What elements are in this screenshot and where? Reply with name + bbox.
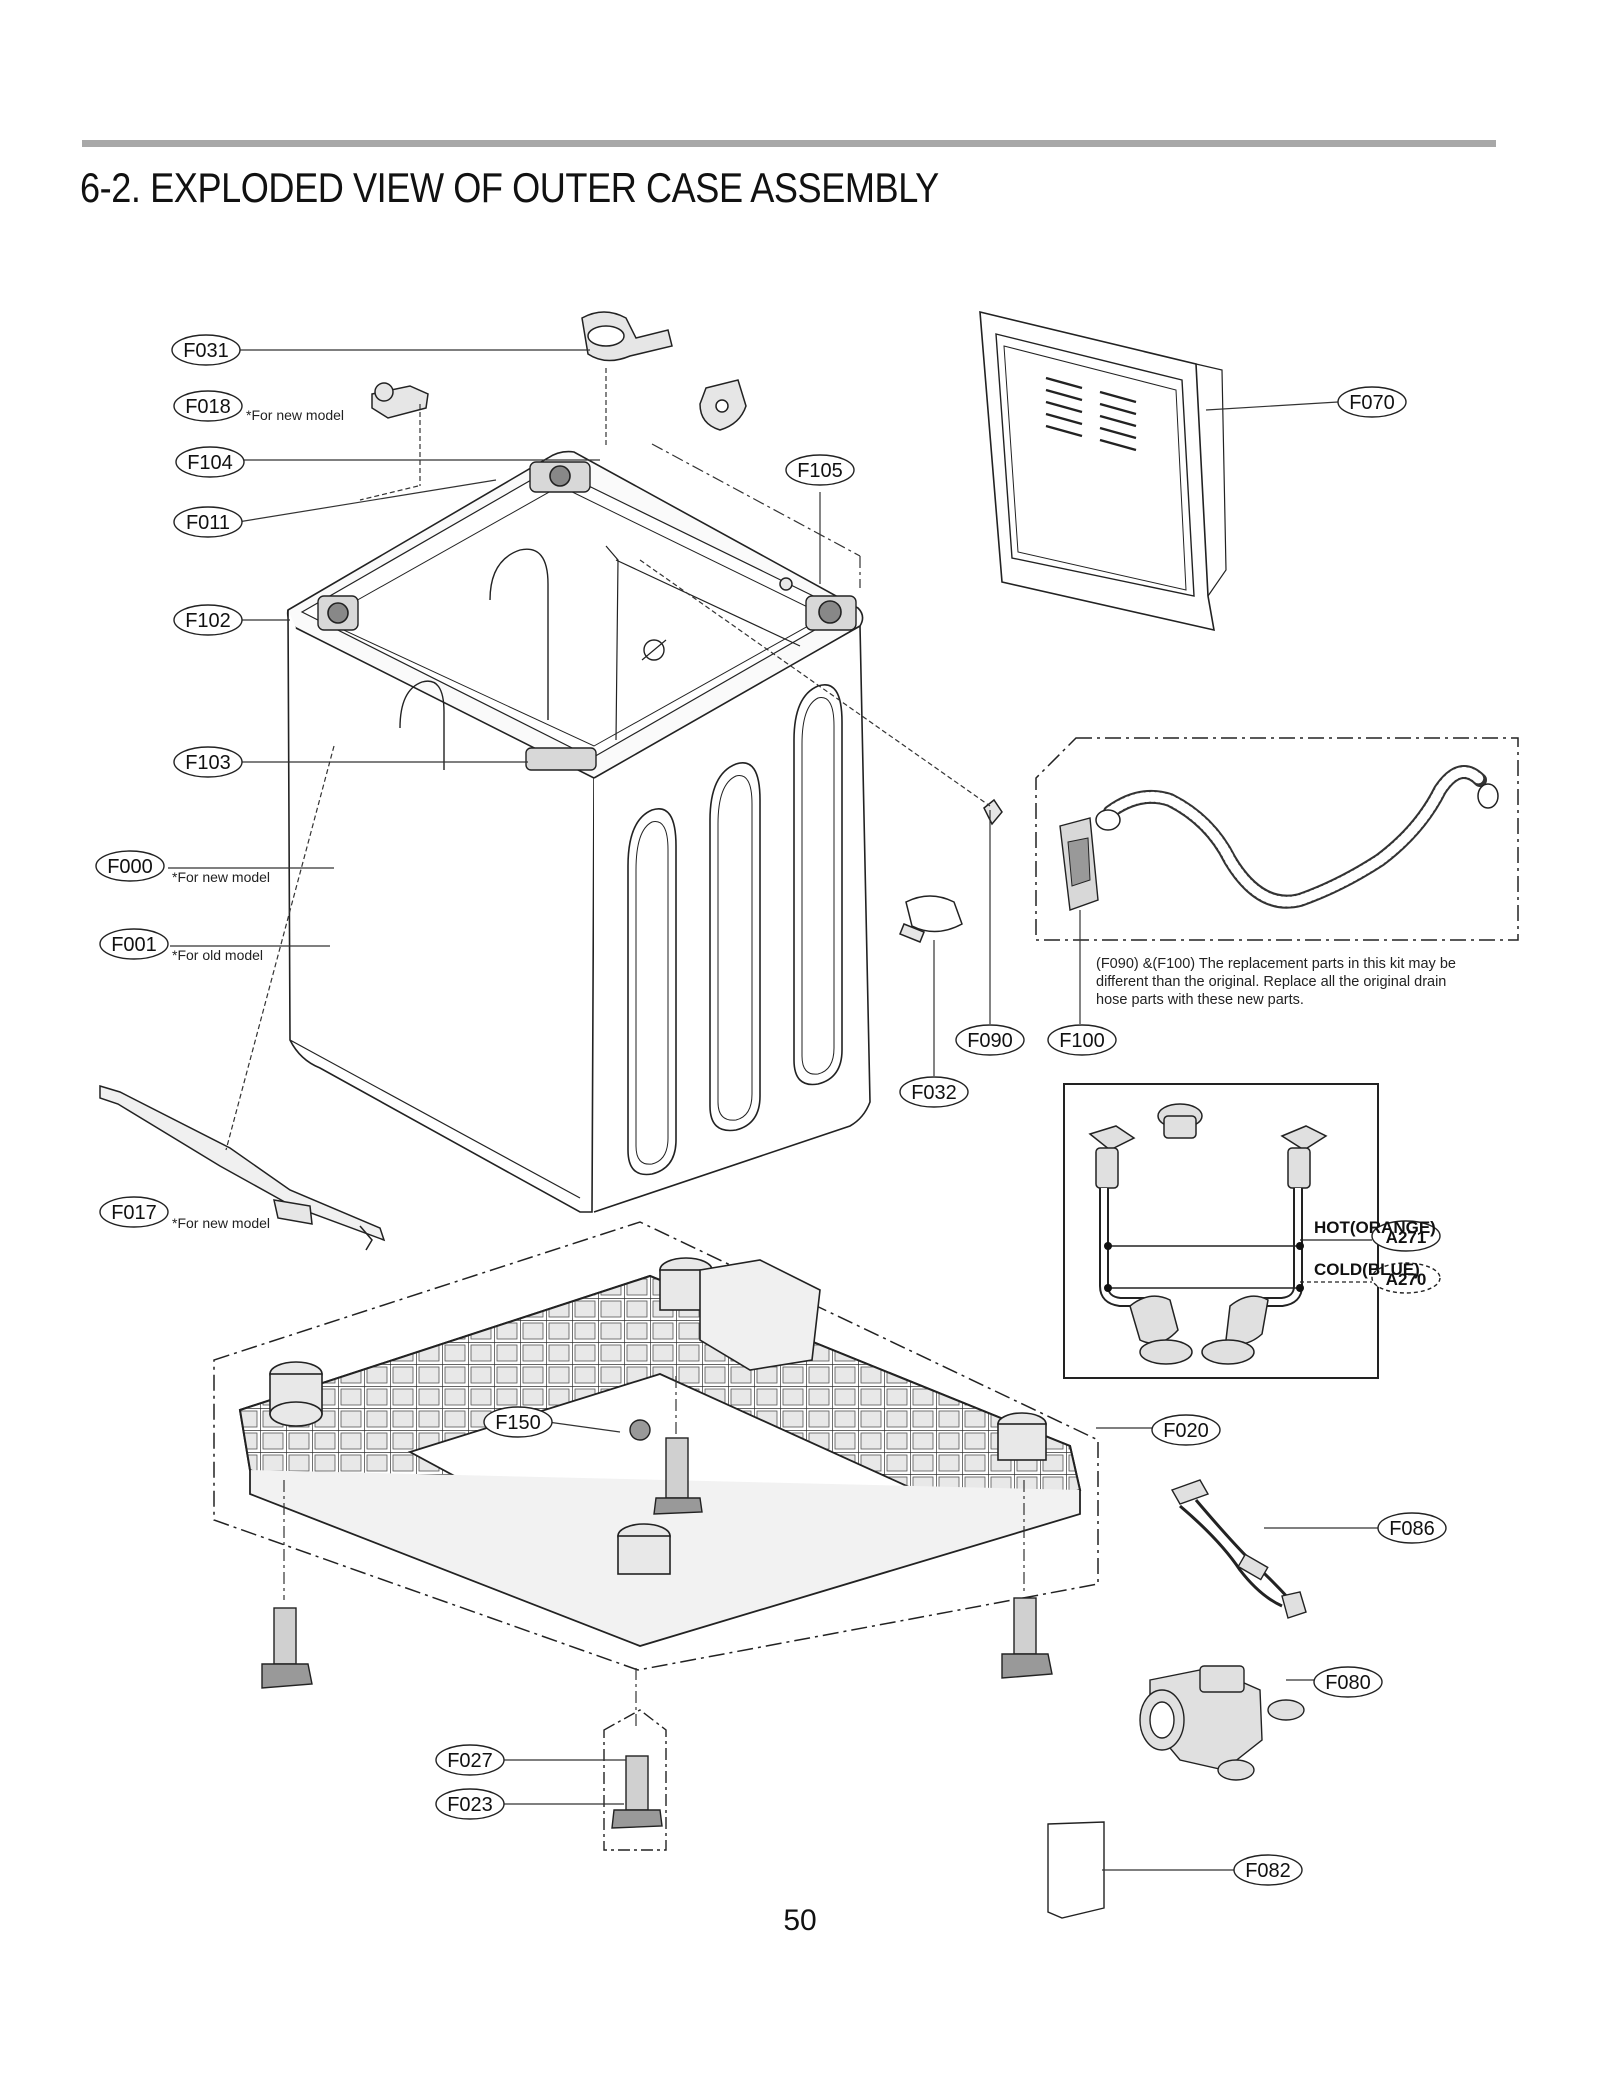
callout-F027: F027 [447, 1750, 493, 1772]
small-parts-drawing [99, 311, 1003, 1251]
cold-hose-label: COLD(BLUE) [1314, 1260, 1420, 1279]
back-panel-drawing [979, 310, 1227, 632]
callout-F023: F023 [447, 1794, 493, 1816]
callout-A271: A271 [1386, 1228, 1427, 1247]
callout-F150: F150 [495, 1412, 541, 1434]
drain-kit-note-line3: hose parts with these new parts. [1096, 992, 1304, 1008]
page-title: 6-2. EXPLODED VIEW OF OUTER CASE ASSEMBL… [80, 164, 939, 211]
base-frame-drawing [213, 1221, 1099, 1671]
callout-F000: F000 [107, 856, 153, 878]
callout-F070: F070 [1349, 392, 1395, 414]
hot-hose-label: HOT(ORANGE) [1314, 1218, 1436, 1237]
callout-F001: F001 [111, 934, 157, 956]
drain-kit-note-line2: different than the original. Replace all… [1096, 974, 1446, 990]
callout-F032: F032 [911, 1082, 957, 1104]
callout-F102: F102 [185, 610, 231, 632]
drain-kit-note-line1: (F090) &(F100) The replacement parts in … [1096, 956, 1456, 972]
harness-pump-drawing [1047, 1479, 1307, 1919]
note-f001-old-model: *For old model [172, 947, 263, 963]
leader-lines [168, 349, 1380, 1871]
callout-F105: F105 [797, 460, 843, 482]
leveling-legs-drawing [261, 1437, 1053, 1851]
note-f017-new-model: *For new model [172, 1215, 270, 1231]
callout-F090: F090 [967, 1030, 1013, 1052]
header-rule [82, 140, 1496, 147]
cabinet-drawing [286, 450, 871, 1213]
page-number: 50 [783, 1904, 817, 1937]
callout-F104: F104 [187, 452, 233, 474]
callout-F086: F086 [1389, 1518, 1435, 1540]
callout-F103: F103 [185, 752, 231, 774]
callout-F017: F017 [111, 1202, 157, 1224]
callout-F018: F018 [185, 396, 231, 418]
callout-A270: A270 [1386, 1270, 1427, 1289]
note-f018-new-model: *For new model [246, 407, 344, 423]
inlet-hose-box [1063, 1083, 1379, 1379]
callout-F080: F080 [1325, 1672, 1371, 1694]
drain-hose-kit [1035, 737, 1519, 941]
callout-F011: F011 [186, 512, 230, 534]
note-f000-new-model: *For new model [172, 869, 270, 885]
callout-F100: F100 [1059, 1030, 1105, 1052]
callout-F082: F082 [1245, 1860, 1291, 1882]
callout-bubbles [95, 334, 1447, 1886]
callout-F020: F020 [1163, 1420, 1209, 1442]
callout-F031: F031 [183, 340, 229, 362]
